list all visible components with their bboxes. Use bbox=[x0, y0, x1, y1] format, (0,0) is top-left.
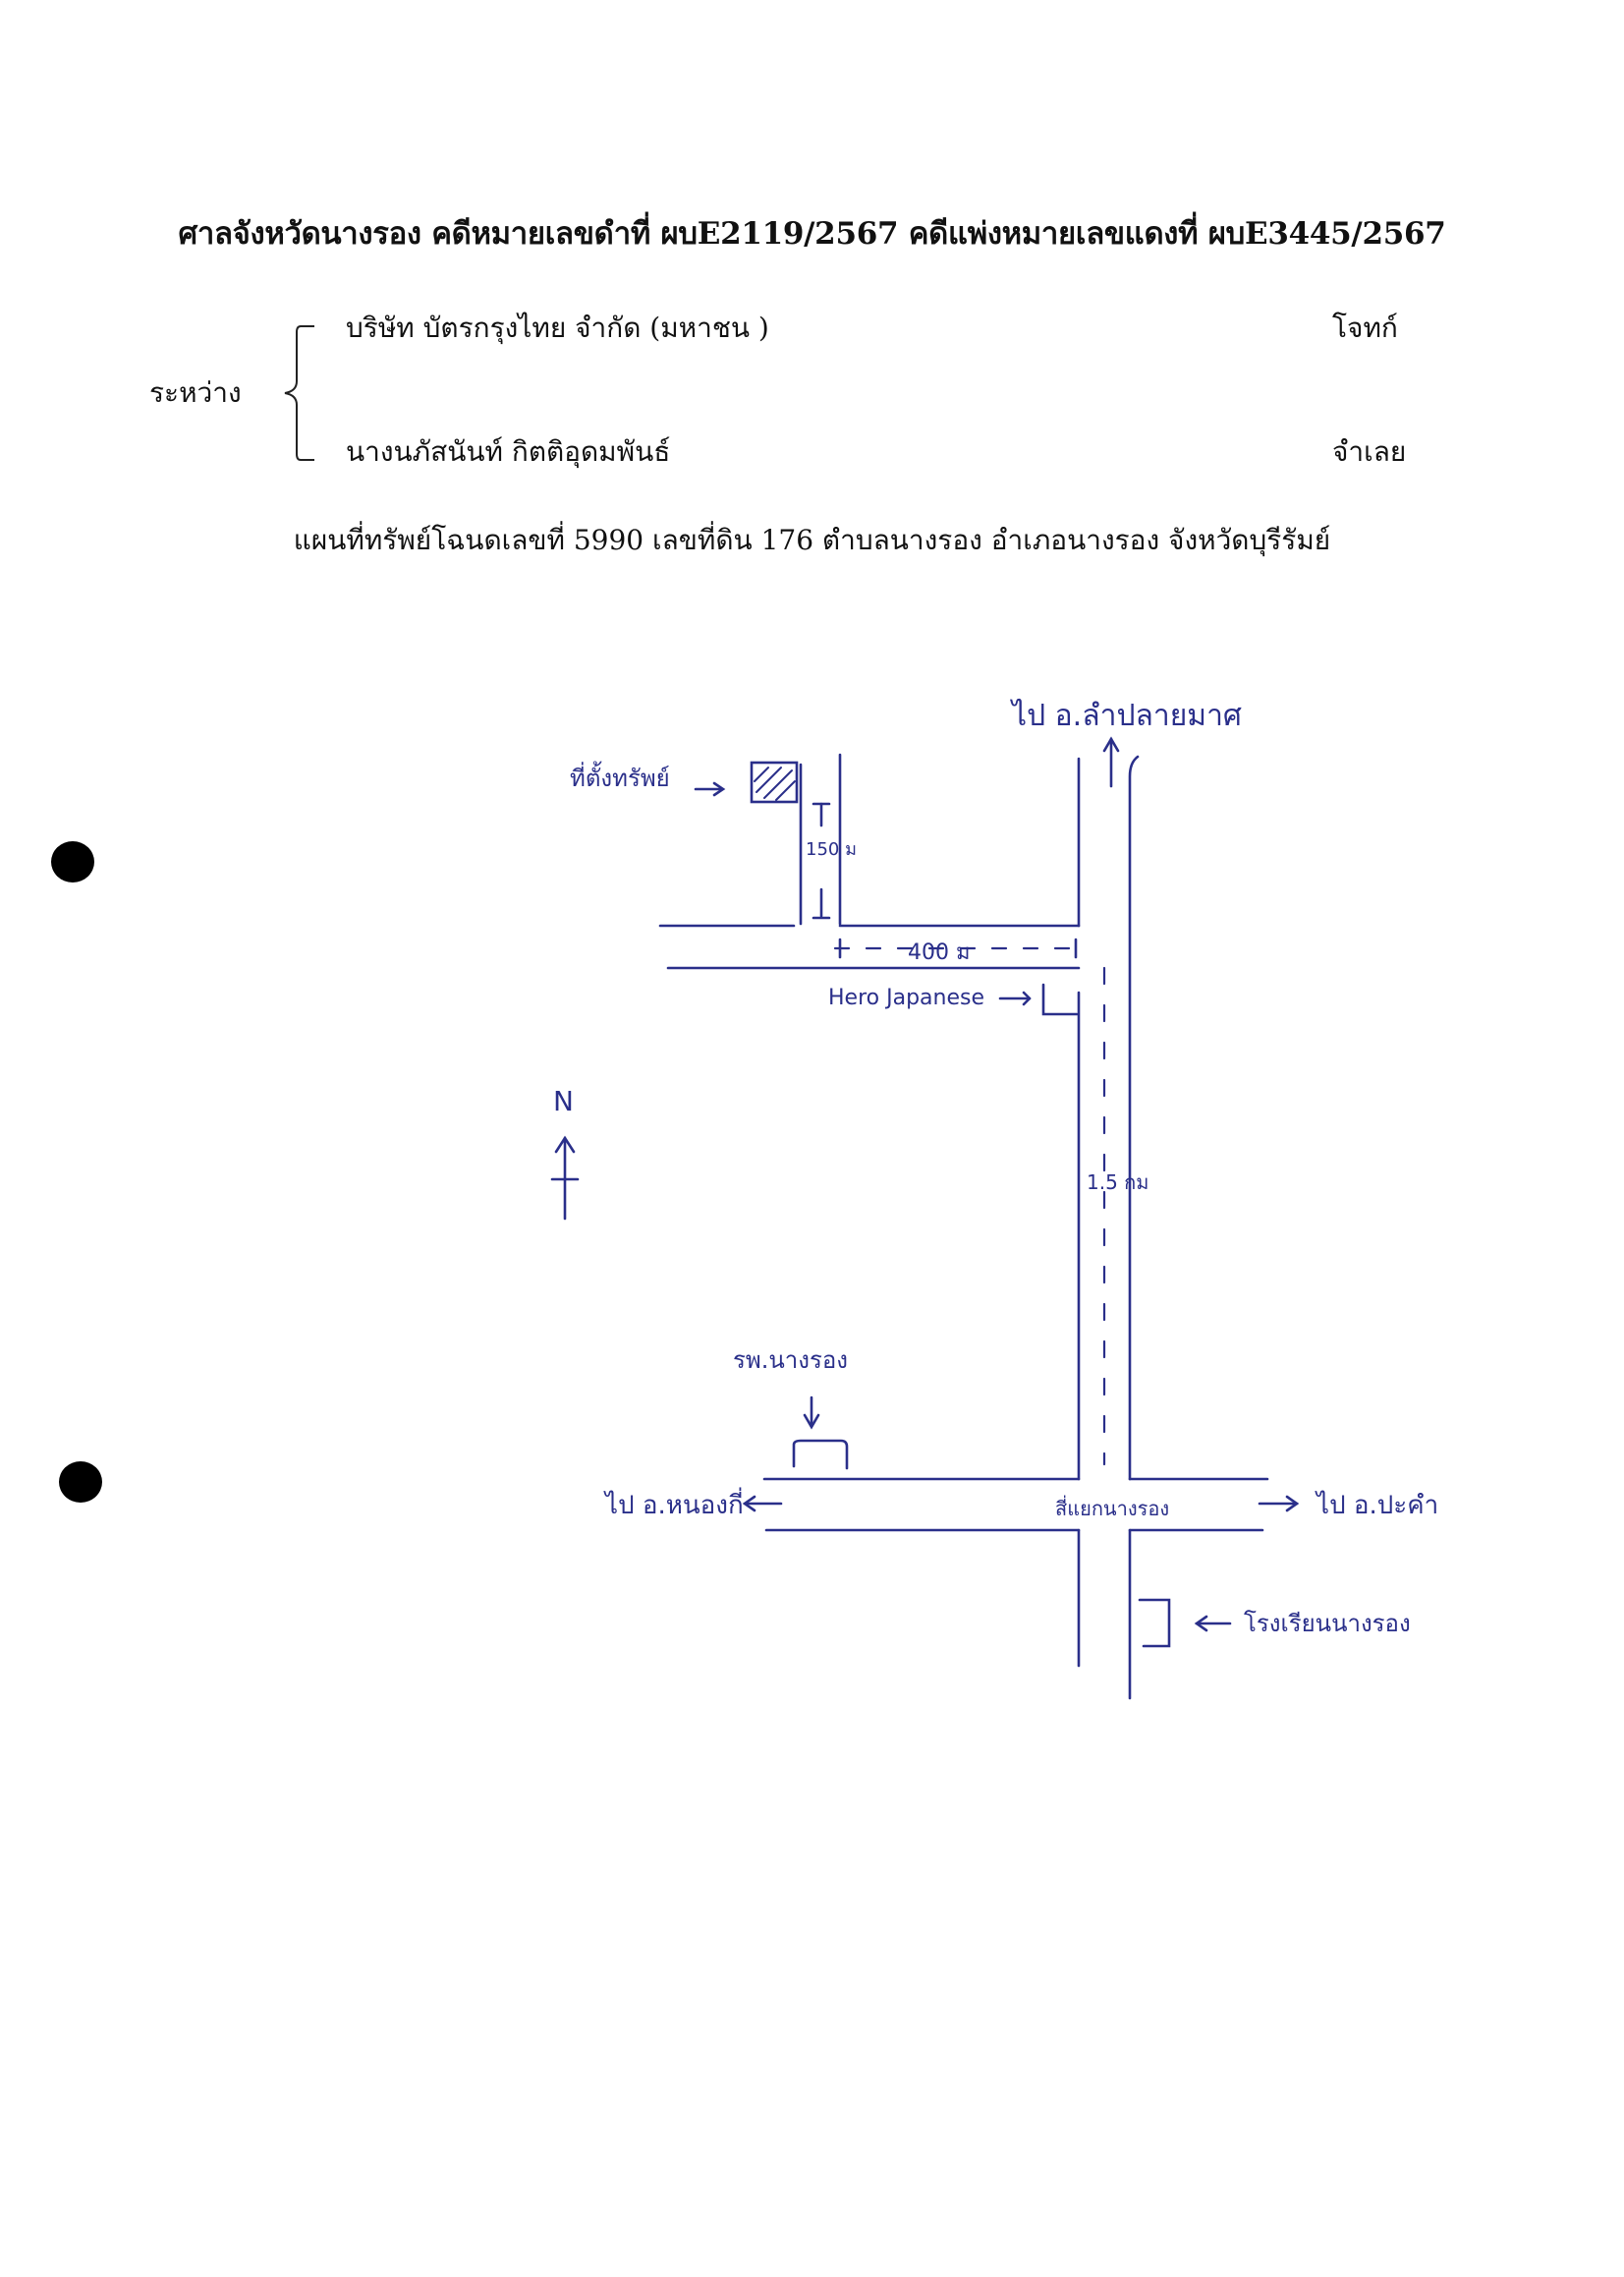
plaintiff-name: บริษัท บัตรกรุงไทย จำกัด (มหาชน ) bbox=[346, 312, 769, 344]
north-destination-label: ไป อ.ลำปลายมาศ bbox=[1010, 698, 1242, 733]
north-dest-arrow-head bbox=[1102, 736, 1120, 753]
between-label: ระหว่าง bbox=[149, 376, 242, 409]
property-hatch-4 bbox=[754, 767, 769, 782]
party-brace bbox=[284, 325, 314, 461]
hospital-arrow-head bbox=[803, 1413, 820, 1430]
property-box bbox=[750, 761, 799, 804]
property-hatch-3 bbox=[775, 780, 796, 801]
school-arrow-head bbox=[1194, 1615, 1208, 1632]
intersection-label: สี่แยกนางรอง bbox=[1055, 1495, 1169, 1520]
hospital-label: รพ.นางรอง bbox=[733, 1346, 848, 1374]
west-arrow-head bbox=[742, 1495, 756, 1512]
punch-hole-bottom bbox=[59, 1461, 102, 1503]
shop-arrow-head bbox=[1022, 991, 1032, 1006]
hospital-box bbox=[792, 1439, 849, 1470]
east-arrow-head bbox=[1285, 1495, 1300, 1512]
property-hatch-2 bbox=[763, 769, 793, 799]
north-arrow-head bbox=[554, 1135, 576, 1154]
case-title: ศาลจังหวัดนางรอง คดีหมายเลขดำที่ ผบE2119… bbox=[178, 216, 1446, 252]
defendant-name: นางนภัสนันท์ กิตติอุดมพันธ์ bbox=[346, 435, 671, 468]
west-destination-label: ไป อ.หนองกี่ bbox=[603, 1487, 744, 1520]
north-label: N bbox=[553, 1085, 574, 1117]
property-label: ที่ตั้งทรัพย์ bbox=[570, 761, 670, 792]
property-hatch-1 bbox=[756, 767, 782, 793]
main-road-east-edge-north bbox=[1128, 755, 1140, 1481]
defendant-role: จำเลย bbox=[1332, 435, 1407, 468]
shop-box bbox=[1041, 983, 1079, 1016]
punch-hole-top bbox=[51, 841, 94, 882]
main-road-distance-label: 1.5 กม bbox=[1087, 1170, 1148, 1194]
map-title: แผนที่ทรัพย์โฉนดเลขที่ 5990 เลขที่ดิน 17… bbox=[293, 524, 1331, 556]
school-label: โรงเรียนนางรอง bbox=[1244, 1610, 1411, 1637]
property-arrow-head bbox=[712, 781, 726, 797]
side-road-distance-label: 400 ม bbox=[908, 940, 971, 965]
school-box bbox=[1138, 1598, 1171, 1648]
shop-label: Hero Japanese bbox=[828, 986, 984, 1010]
plaintiff-role: โจทก์ bbox=[1332, 312, 1398, 344]
east-destination-label: ไป อ.ปะคำ bbox=[1315, 1490, 1438, 1520]
soi-distance-label: 150 ม bbox=[806, 839, 857, 860]
